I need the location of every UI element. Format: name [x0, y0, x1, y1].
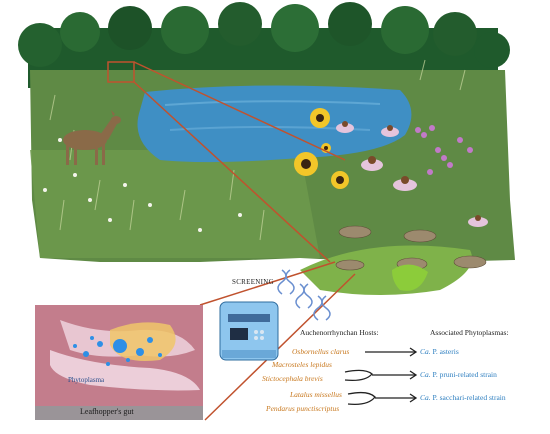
deer: [63, 110, 121, 165]
phytoplasmas-header: Associated Phytoplasmas:: [430, 328, 509, 337]
phytoplasma-3-prefix: Ca.: [420, 393, 431, 402]
green-leafhopper: [392, 264, 428, 291]
pond: [137, 85, 412, 163]
host-1: Osbornellus clarus: [292, 347, 350, 356]
phytoplasma-1-name: P. asteris: [432, 347, 459, 356]
tree-canopy: [18, 2, 510, 88]
phytoplasma-1: Ca. P. asteris: [420, 347, 459, 356]
phytoplasma-2-name: P. pruni-related strain: [432, 370, 497, 379]
gut-caption: Leafhopper's gut: [80, 407, 134, 416]
zoom-box: [107, 61, 135, 83]
leafhoppers: [335, 225, 487, 271]
thermocycler-icon: [219, 301, 279, 361]
screening-label: SCREENING: [232, 278, 274, 286]
phytoplasma-3-name: P. sacchari-related strain: [432, 393, 506, 402]
host-3: Stictocephala brevis: [262, 374, 323, 383]
hosts-header: Auchenorrhynchan Hosts:: [300, 328, 379, 337]
host-4: Latalus missellus: [290, 390, 342, 399]
dna-icons: [277, 269, 331, 321]
coneflowers: [336, 121, 488, 227]
host-5: Pendarus punctiscriptus: [266, 404, 340, 413]
phytoplasma-1-prefix: Ca.: [420, 347, 431, 356]
host-2: Macrosteles lepidus: [272, 360, 332, 369]
phytoplasma-2-prefix: Ca.: [420, 370, 431, 379]
phytoplasma-3: Ca. P. sacchari-related strain: [420, 393, 506, 402]
phytoplasma-2: Ca. P. pruni-related strain: [420, 370, 497, 379]
phytoplasma-label: Phytoplasma: [68, 376, 105, 384]
gut-panel: [35, 305, 203, 420]
association-arrows: [344, 347, 418, 405]
black-eyed-susans: [294, 108, 349, 189]
